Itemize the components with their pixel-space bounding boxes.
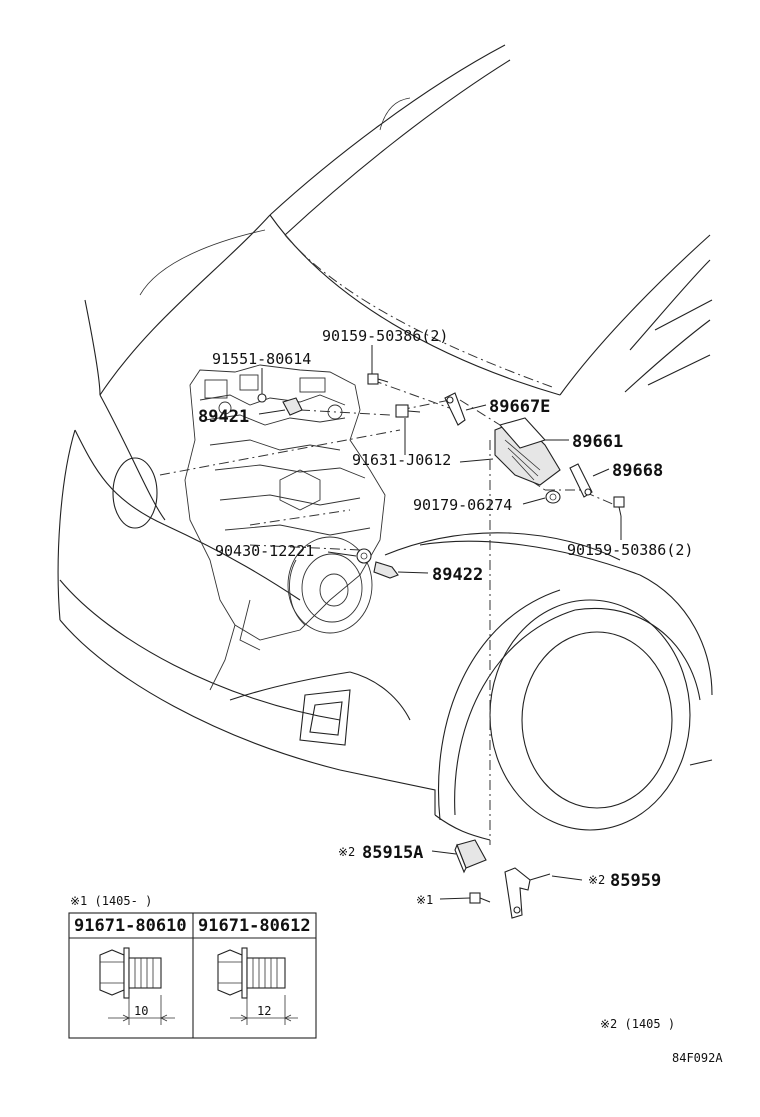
part-89421-sensor[interactable]	[282, 397, 303, 416]
part-89667e-bracket[interactable]	[444, 392, 466, 426]
callout-91551-80614: 91551-80614	[212, 350, 311, 368]
part-89661-ecu[interactable]	[494, 417, 561, 486]
note2-mark-b: ※2	[588, 873, 605, 887]
table-col2-header: 91671-80612	[198, 916, 311, 936]
callout-85915a: 85915A	[362, 843, 423, 863]
part-bolt-90159-right[interactable]	[613, 496, 625, 517]
dim-80610: 10	[134, 1004, 148, 1018]
callout-89421: 89421	[198, 407, 249, 427]
bolt-table	[68, 912, 317, 1039]
part-85915a-relay[interactable]	[454, 839, 487, 874]
note1-mark: ※1	[416, 893, 433, 907]
bolt-80612-drawing	[217, 947, 298, 1025]
vehicle-outline	[57, 44, 713, 841]
leader-lines	[258, 345, 622, 900]
callout-90159-50386-right: 90159-50386(2)	[567, 541, 693, 559]
callout-89668: 89668	[612, 461, 663, 481]
callout-89661: 89661	[572, 432, 623, 452]
callout-85959: 85959	[610, 871, 661, 891]
part-note1-bolt[interactable]	[469, 892, 491, 904]
callout-90430-12221: 90430-12221	[215, 542, 314, 560]
callout-90159-50386-top: 90159-50386(2)	[322, 327, 448, 345]
diagram-code: 84F092A	[672, 1051, 723, 1065]
callout-91631-j0612: 91631-J0612	[352, 451, 451, 469]
bolt-80610-drawing	[99, 947, 175, 1025]
part-85959-bracket[interactable]	[504, 867, 551, 919]
table-caption: ※1 (1405- )	[70, 894, 152, 908]
callout-89422: 89422	[432, 565, 483, 585]
part-89668-bracket[interactable]	[569, 463, 593, 498]
dim-80612: 12	[257, 1004, 271, 1018]
part-91551-bolt[interactable]	[257, 393, 267, 403]
part-90179-nut[interactable]	[545, 490, 561, 504]
note2-mark-a: ※2	[338, 845, 355, 859]
part-91631-bolt[interactable]	[395, 404, 421, 418]
footnote-note2: ※2 (1405 )	[600, 1017, 675, 1031]
table-col1-header: 91671-80610	[74, 916, 187, 936]
part-90430-gasket[interactable]	[356, 548, 372, 564]
engine-assembly	[184, 364, 386, 691]
callout-89667e: 89667E	[489, 397, 550, 417]
part-89422-sensor[interactable]	[373, 561, 399, 579]
part-bolt-90159-top[interactable]	[367, 373, 389, 385]
callout-90179-06274: 90179-06274	[413, 496, 512, 514]
